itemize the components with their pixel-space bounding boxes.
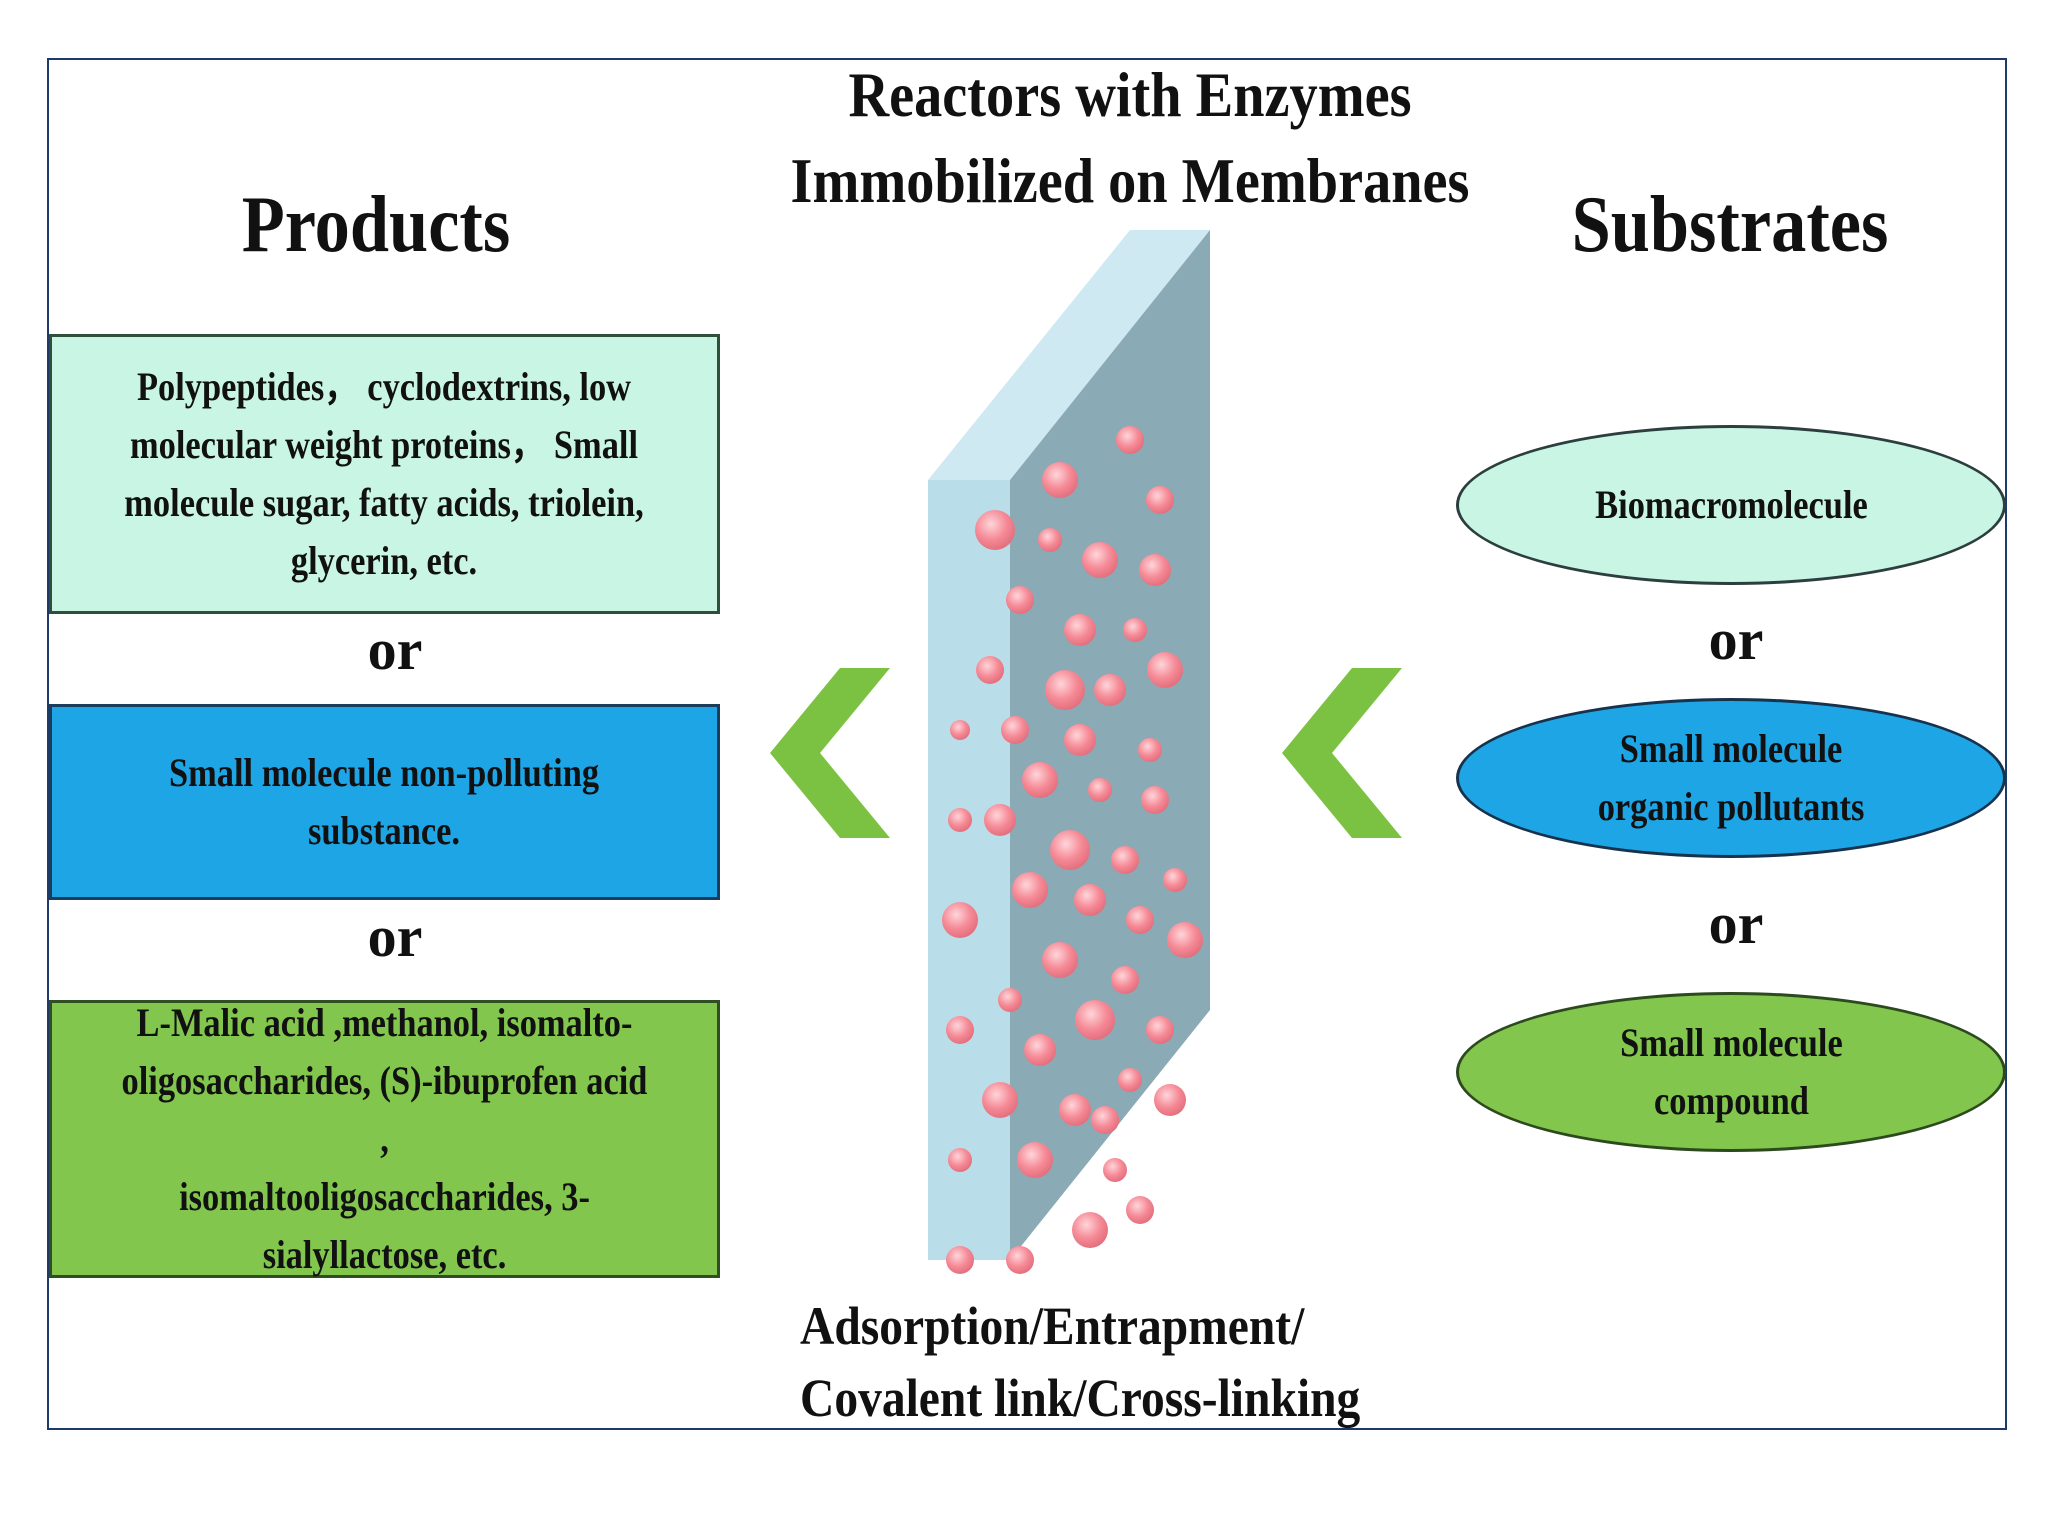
enzyme-dot (1064, 724, 1096, 756)
enzyme-dot (1118, 1068, 1142, 1092)
enzyme-dot (1072, 1212, 1108, 1248)
enzyme-dot (1024, 1034, 1056, 1066)
product-box-2-text: Small molecule non-polluting substance. (169, 750, 600, 853)
enzyme-dot (1017, 1142, 1053, 1178)
substrate-ellipse-1: Biomacromolecule (1456, 425, 2006, 585)
enzyme-dot (1022, 762, 1058, 798)
substrate-ellipse-2: Small molecule organic pollutants (1456, 698, 2006, 858)
enzyme-dot (1045, 670, 1085, 710)
enzyme-dot (1091, 1106, 1119, 1134)
enzyme-dot (1103, 1158, 1127, 1182)
membrane-illustration (928, 230, 1210, 1274)
enzyme-dot (1006, 1246, 1034, 1274)
enzyme-dot (1006, 586, 1034, 614)
enzyme-dot (1146, 1016, 1174, 1044)
enzyme-dot (1075, 1000, 1115, 1040)
caption-line-1: Adsorption/Entrapment/ (800, 1296, 1305, 1356)
enzyme-dot (1123, 618, 1147, 642)
products-heading: Products (241, 181, 511, 269)
title-line-1: Reactors with Enzymes (848, 59, 1412, 130)
products-or-1: or (367, 617, 423, 682)
substrate-ellipse-3: Small molecule compound (1456, 992, 2006, 1152)
enzyme-dot (1042, 462, 1078, 498)
substrate-ellipse-2-text: Small molecule organic pollutants (1597, 726, 1865, 829)
enzyme-dot (1146, 486, 1174, 514)
products-or-2: or (367, 904, 423, 969)
chevron-left-icon (1282, 668, 1402, 838)
enzyme-dot (1094, 674, 1126, 706)
enzyme-dot (1012, 872, 1048, 908)
substrate-ellipse-3-text: Small molecule compound (1619, 1020, 1843, 1123)
enzyme-dot (1126, 1196, 1154, 1224)
enzyme-dot (1147, 652, 1183, 688)
enzyme-dot (1141, 786, 1169, 814)
membrane-front-face (928, 480, 1010, 1260)
enzyme-dot (1116, 426, 1144, 454)
enzyme-dot (1138, 738, 1162, 762)
product-box-2: Small molecule non-polluting substance. (49, 704, 720, 900)
product-box-1-text: Polypeptides， cyclodextrins, low molecul… (124, 364, 645, 583)
enzyme-dot (1111, 846, 1139, 874)
product-box-3: L-Malic acid ,methanol, isomalto- oligos… (49, 1000, 720, 1278)
enzyme-dot (948, 808, 972, 832)
membrane-top-face (928, 230, 1210, 480)
enzyme-dot (946, 1246, 974, 1274)
enzyme-dot (942, 902, 978, 938)
product-box-3-text: L-Malic acid ,methanol, isomalto- oligos… (121, 1000, 648, 1277)
enzyme-dot (1042, 942, 1078, 978)
enzyme-dot (1059, 1094, 1091, 1126)
substrates-or-1: or (1708, 607, 1764, 672)
enzyme-dot (946, 1016, 974, 1044)
enzyme-dot (982, 1082, 1018, 1118)
title-line-2: Immobilized on Membranes (790, 145, 1470, 216)
enzyme-dot (1111, 966, 1139, 994)
enzyme-dot (1001, 716, 1029, 744)
enzyme-dot (1064, 614, 1096, 646)
diagram-title: Reactors with Enzymes Immobilized on Mem… (734, 52, 1526, 224)
enzyme-dots (942, 426, 1203, 1274)
chevron-left-icon (770, 668, 890, 838)
enzyme-dot (1088, 778, 1112, 802)
enzyme-dot (1082, 542, 1118, 578)
enzyme-dot (1126, 906, 1154, 934)
chevron-left-shape (1282, 668, 1402, 838)
enzyme-dot (1167, 922, 1203, 958)
enzyme-dot (1139, 554, 1171, 586)
enzyme-dot (1050, 830, 1090, 870)
enzyme-dot (950, 720, 970, 740)
substrates-heading: Substrates (1571, 181, 1889, 269)
enzyme-dot (984, 804, 1016, 836)
enzyme-dot (948, 1148, 972, 1172)
product-box-1: Polypeptides， cyclodextrins, low molecul… (49, 334, 720, 614)
enzyme-dot (975, 510, 1015, 550)
enzyme-dot (1038, 528, 1062, 552)
substrate-ellipse-1-text: Biomacromolecule (1594, 482, 1868, 527)
enzyme-dot (1154, 1084, 1186, 1116)
enzyme-dot (1163, 868, 1187, 892)
enzyme-dot (976, 656, 1004, 684)
enzyme-dot (998, 988, 1022, 1012)
substrates-or-2: or (1708, 891, 1764, 956)
enzyme-dot (1074, 884, 1106, 916)
chevron-left-shape (770, 668, 890, 838)
immobilization-methods-caption: Adsorption/Entrapment/ Covalent link/Cro… (800, 1290, 1381, 1434)
caption-line-2: Covalent link/Cross-linking (800, 1368, 1361, 1428)
